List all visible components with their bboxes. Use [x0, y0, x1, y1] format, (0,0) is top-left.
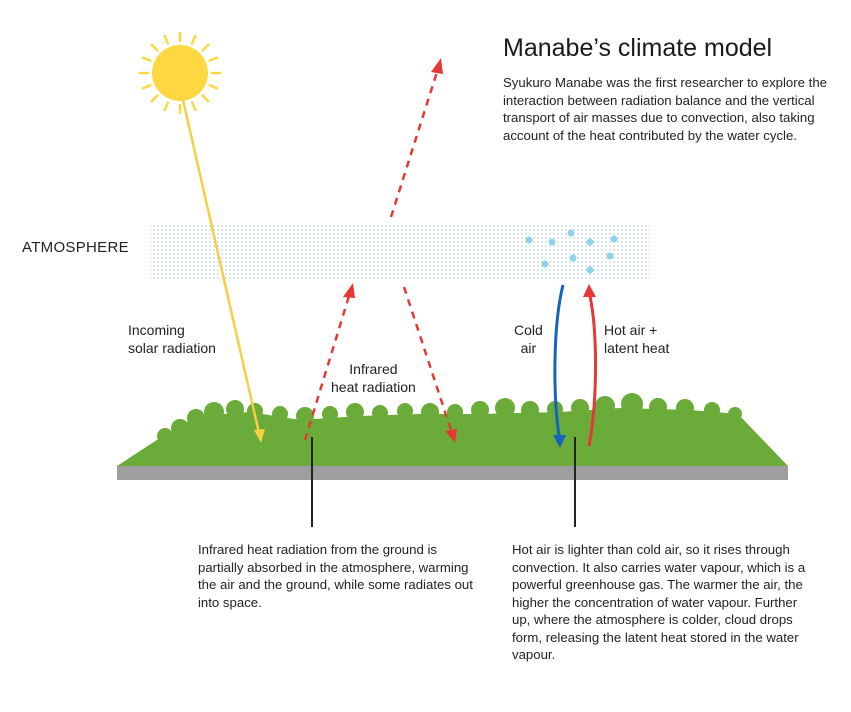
- atmosphere-label: ATMOSPHERE: [22, 239, 129, 256]
- cold-air-arrow: [553, 284, 566, 448]
- diagram-title: Manabe’s climate model: [503, 34, 773, 62]
- infrared-escape-arrow: [389, 58, 443, 218]
- infrared-up-arrow: [303, 283, 355, 441]
- convection-caption: Hot air is lighter than cold air, so it …: [512, 542, 806, 662]
- intro-text: Syukuro Manabe was the first researcher …: [503, 75, 827, 143]
- sun-icon: [138, 31, 222, 115]
- infrared-caption: Infrared heat radiation from the ground …: [198, 542, 473, 610]
- cold-air-label: Cold air: [514, 322, 543, 356]
- solar-radiation-arrow: [181, 99, 265, 443]
- water-vapour-drops: [525, 229, 618, 274]
- hot-air-arrow: [583, 284, 598, 447]
- infrared-down-arrow: [402, 286, 457, 443]
- ground-surface: [117, 393, 788, 466]
- soil-layer: [117, 466, 788, 480]
- infrared-radiation-label: Infrared heat radiation: [331, 361, 416, 395]
- atmosphere-band: [150, 224, 650, 281]
- hot-air-label: Hot air + latent heat: [604, 322, 670, 356]
- solar-radiation-label: Incoming solar radiation: [128, 322, 216, 356]
